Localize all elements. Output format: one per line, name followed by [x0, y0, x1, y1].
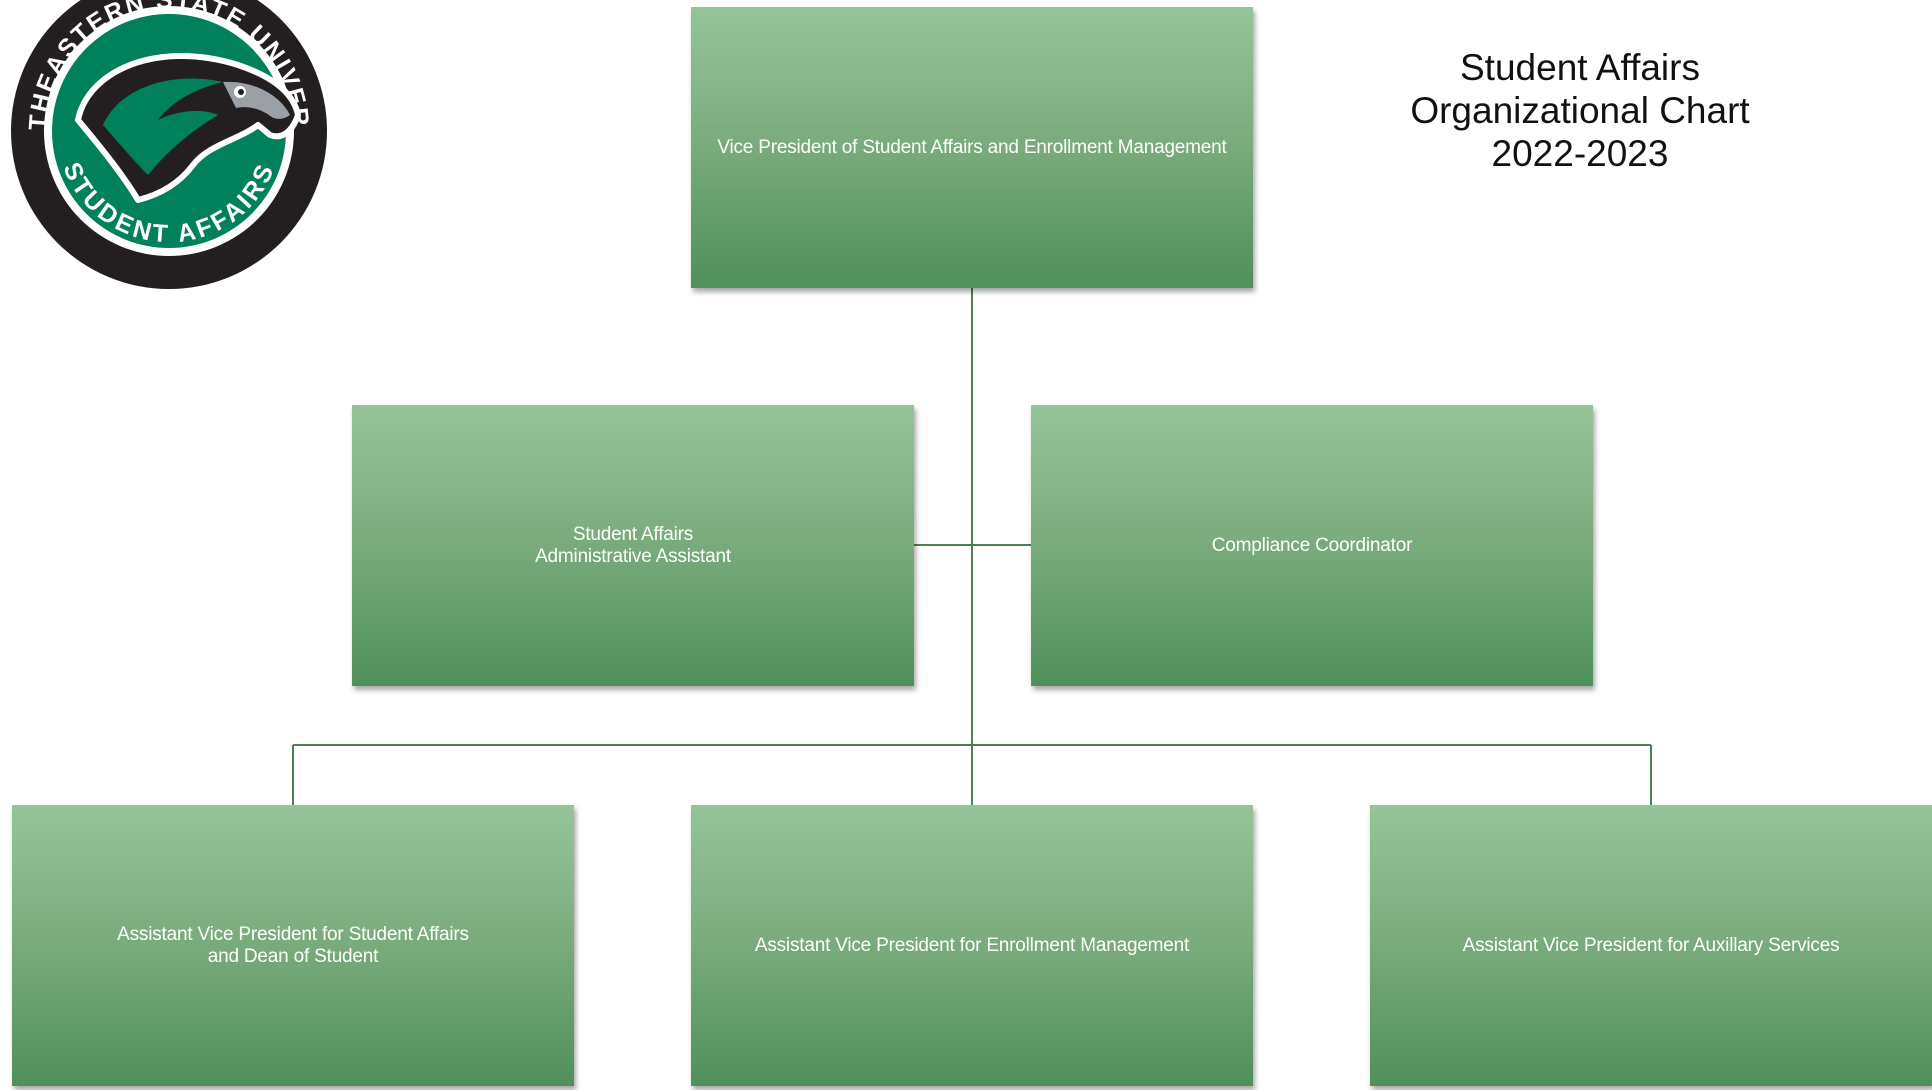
administrative-assistant-box: Student Affairs Administrative Assistant	[352, 405, 914, 686]
avp-auxiliary-services-box: Assistant Vice President for Auxillary S…	[1370, 805, 1932, 1086]
avp-dean-of-students-box: Assistant Vice President for Student Aff…	[12, 805, 574, 1086]
compliance-coordinator-box: Compliance Coordinator	[1031, 405, 1593, 686]
nsu-student-affairs-logo: NORTHEASTERN STATE UNIVERSITY STUDENT AF…	[8, 0, 327, 289]
riverhawk-mascot-icon	[75, 53, 301, 203]
vp-student-affairs-box: Vice President of Student Affairs and En…	[691, 7, 1253, 288]
chart-title: Student Affairs Organizational Chart 202…	[1360, 46, 1800, 175]
chart-title-line3: 2022-2023	[1491, 133, 1669, 174]
chart-title-line2: Organizational Chart	[1410, 90, 1750, 131]
avp-enrollment-management-box: Assistant Vice President for Enrollment …	[691, 805, 1253, 1086]
chart-title-line1: Student Affairs	[1460, 47, 1700, 88]
